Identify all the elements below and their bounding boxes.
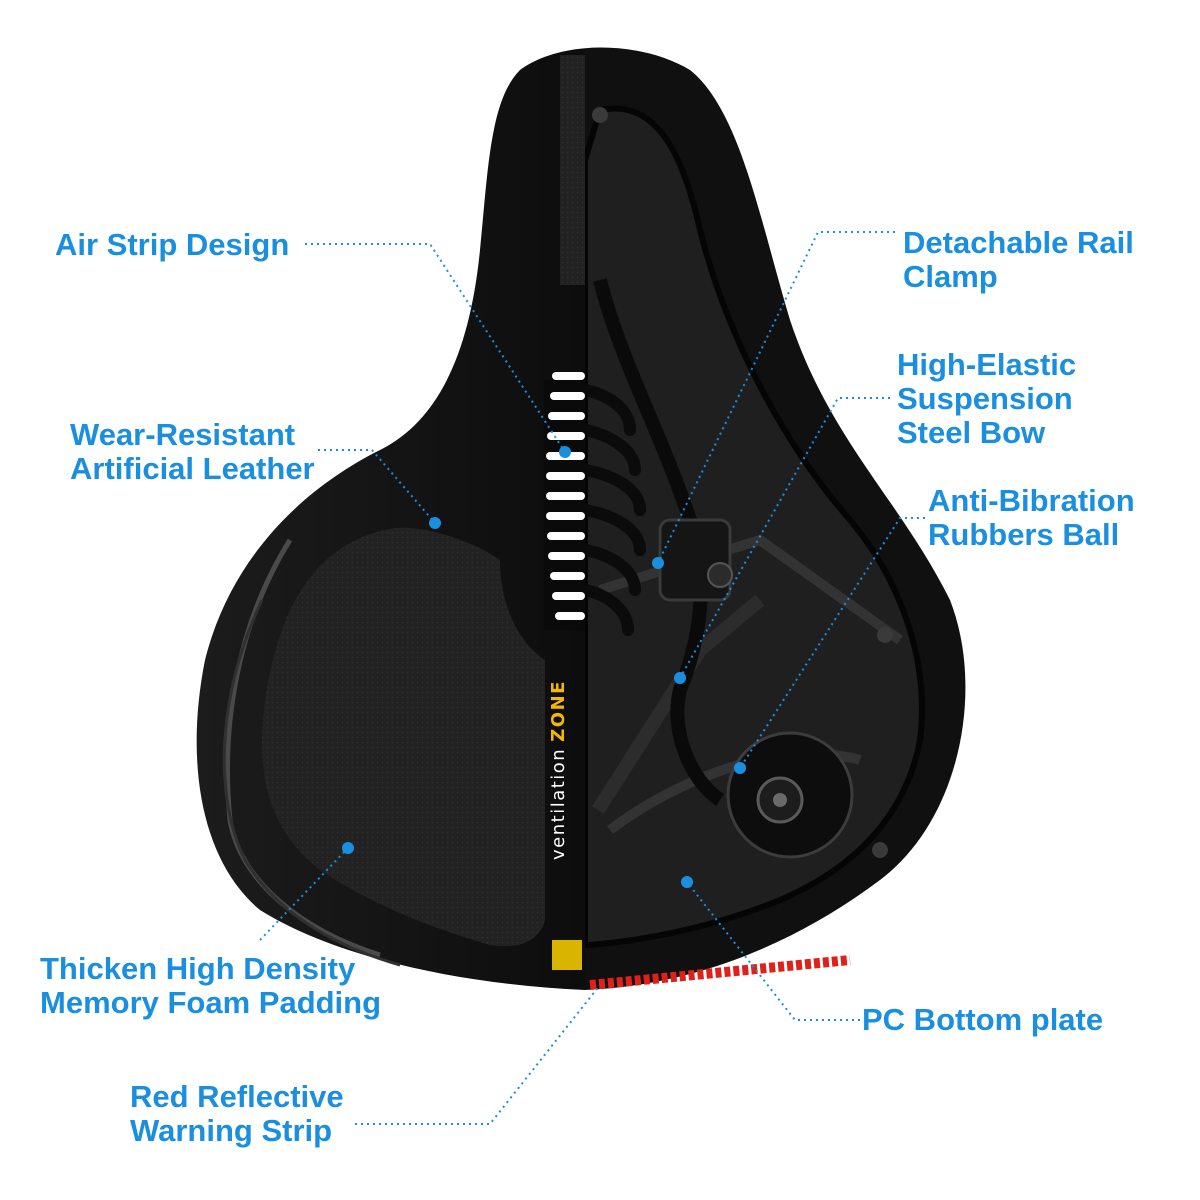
ventilation-zone-print: ventilation ZONE xyxy=(548,660,578,860)
callout-pc-bottom-plate: PC Bottom plate xyxy=(862,1002,1104,1037)
suspension-spring xyxy=(585,384,646,636)
rubber-ball xyxy=(726,731,854,859)
callout-anti-vibration-ball: Anti-Bibration Rubbers Ball xyxy=(928,483,1135,552)
callout-air-strip-design: Air Strip Design xyxy=(55,227,290,262)
callout-detachable-rail-clamp: Detachable Rail Clamp xyxy=(903,225,1134,294)
callout-suspension-steel-bow: High-Elastic Suspension Steel Bow xyxy=(897,347,1077,450)
ventilation-word: ventilation xyxy=(548,747,569,860)
zone-word: ZONE xyxy=(548,680,569,742)
callout-memory-foam-padding: Thicken High Density Memory Foam Padding xyxy=(40,951,382,1020)
callout-red-reflective-strip: Red Reflective Warning Strip xyxy=(130,1079,344,1148)
callout-wear-resistant-leather: Wear-Resistant Artificial Leather xyxy=(70,417,315,486)
